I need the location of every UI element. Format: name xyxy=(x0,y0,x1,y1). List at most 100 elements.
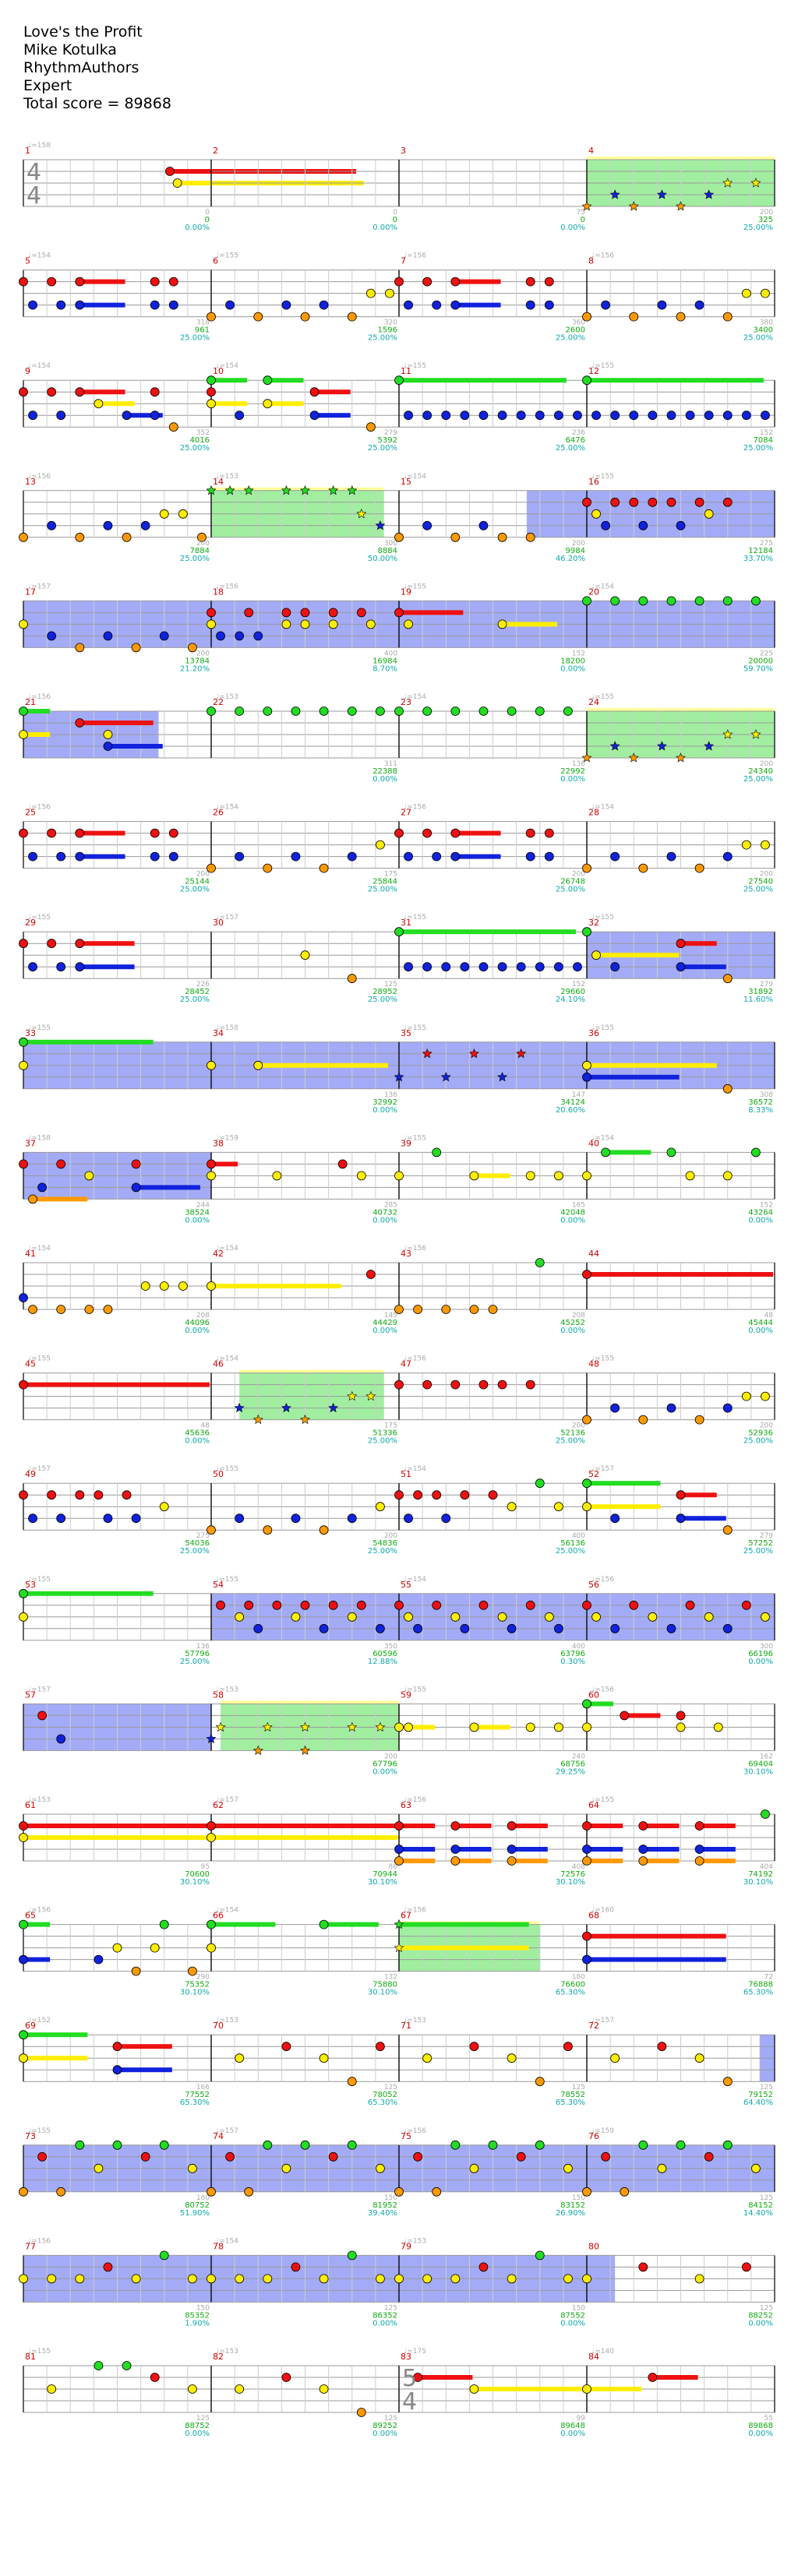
bpm-label: ♩=155 xyxy=(28,2348,51,2356)
note-red xyxy=(450,1380,461,1390)
sustain-blue xyxy=(455,302,501,308)
note-red xyxy=(422,1380,433,1390)
measure-percent: 0.00% xyxy=(185,1437,210,1446)
measure-score: 27540 xyxy=(748,878,773,886)
sustain-red xyxy=(587,1272,773,1277)
note-green xyxy=(535,1478,545,1489)
measure-percent: 30.10% xyxy=(180,1878,210,1887)
measure-number: 80 xyxy=(588,2241,599,2251)
measure-score: 43264 xyxy=(748,1208,773,1217)
measure-percent: 0.00% xyxy=(748,1216,773,1225)
star-note-yellow xyxy=(347,1390,358,1401)
note-red xyxy=(516,2151,526,2162)
note-blue xyxy=(450,1845,461,1854)
star-note-yellow xyxy=(262,1721,273,1732)
measure-percent: 25.00% xyxy=(180,444,210,453)
measure-64 xyxy=(582,1810,775,1866)
measure-percent: 25.00% xyxy=(368,1437,397,1446)
overdrive-top-strip xyxy=(221,1700,399,1704)
note-orange xyxy=(19,2187,28,2197)
sustain-yellow xyxy=(211,401,248,407)
note-yellow xyxy=(469,2384,479,2394)
note-yellow xyxy=(404,619,413,629)
bpm-label: ♩=155 xyxy=(28,1576,51,1584)
measure-78 xyxy=(207,2250,400,2303)
note-green xyxy=(582,596,591,606)
note-yellow xyxy=(207,1060,216,1070)
measure-number: 13 xyxy=(25,477,36,487)
measure-score: 3400 xyxy=(754,326,773,335)
note-green xyxy=(722,2140,733,2150)
note-red xyxy=(394,828,404,838)
note-blue xyxy=(216,631,225,641)
note-green xyxy=(94,2361,104,2370)
note-orange xyxy=(263,1525,273,1535)
note-red xyxy=(37,2151,47,2162)
note-blue xyxy=(582,1954,591,1965)
measure-percent: 0.00% xyxy=(373,1216,397,1225)
note-blue xyxy=(610,962,620,972)
measure-percent: 65.30% xyxy=(556,1989,585,1997)
measure-79 xyxy=(394,2250,588,2303)
measure-number: 68 xyxy=(588,1911,599,1921)
note-red xyxy=(394,277,404,287)
note-red xyxy=(122,1490,132,1500)
bpm-label: ♩=154 xyxy=(591,1134,614,1142)
sustain-yellow xyxy=(474,1725,510,1730)
note-red xyxy=(432,1490,442,1500)
note-orange xyxy=(394,1856,404,1866)
measure-score: 961 xyxy=(195,326,210,335)
measure-gain: 0 xyxy=(393,209,397,217)
measure-gain: 99 xyxy=(577,2415,586,2423)
measure-4 xyxy=(581,157,775,211)
measure-score: 8884 xyxy=(378,547,397,555)
measure-gain: 165 xyxy=(572,1201,585,1209)
bpm-label: ♩=157 xyxy=(28,583,51,590)
note-orange xyxy=(722,974,733,984)
measure-gain: 72 xyxy=(764,1974,773,1982)
measure-42 xyxy=(207,1262,400,1310)
note-blue xyxy=(610,851,620,862)
measure-24 xyxy=(581,708,775,763)
measure-number: 27 xyxy=(401,808,411,818)
note-blue xyxy=(497,962,507,972)
note-red xyxy=(75,387,85,397)
note-yellow xyxy=(507,2274,517,2284)
note-yellow xyxy=(159,509,169,519)
measure-number: 16 xyxy=(588,477,599,487)
sustain-red xyxy=(399,1824,436,1828)
note-blue xyxy=(638,1845,648,1854)
sustain-yellow xyxy=(474,2387,585,2391)
note-blue xyxy=(112,2065,122,2075)
measure-number: 6 xyxy=(213,256,218,266)
bpm-label: ♩=153 xyxy=(216,473,238,481)
note-blue xyxy=(235,1514,245,1524)
bpm-label: ♩=155 xyxy=(28,914,51,922)
note-blue xyxy=(544,851,554,862)
measure-number: 46 xyxy=(213,1359,224,1369)
note-red xyxy=(648,497,658,507)
measure-57 xyxy=(23,1703,212,1751)
note-yellow xyxy=(19,1833,28,1842)
measure-score: 87552 xyxy=(560,2311,585,2320)
star-note-green xyxy=(347,485,358,495)
note-orange xyxy=(394,1305,404,1314)
measure-gain: 150 xyxy=(572,2194,585,2202)
note-blue xyxy=(75,300,85,310)
note-yellow xyxy=(610,2053,620,2063)
measure-score: 7884 xyxy=(190,547,210,555)
note-blue xyxy=(591,411,601,421)
note-yellow xyxy=(582,2274,591,2284)
measure-percent: 30.10% xyxy=(180,1989,210,1997)
note-red xyxy=(648,2373,658,2382)
note-red xyxy=(694,497,704,507)
note-orange xyxy=(131,1966,141,1976)
measure-score: 81952 xyxy=(373,2201,397,2210)
note-green xyxy=(666,1147,676,1158)
note-green xyxy=(601,1147,610,1158)
note-green xyxy=(159,2250,169,2261)
bpm-label: ♩=155 xyxy=(404,583,426,590)
note-orange xyxy=(394,532,404,542)
star-note-orange xyxy=(581,752,592,763)
song-title: Love's the Profit xyxy=(23,23,143,41)
